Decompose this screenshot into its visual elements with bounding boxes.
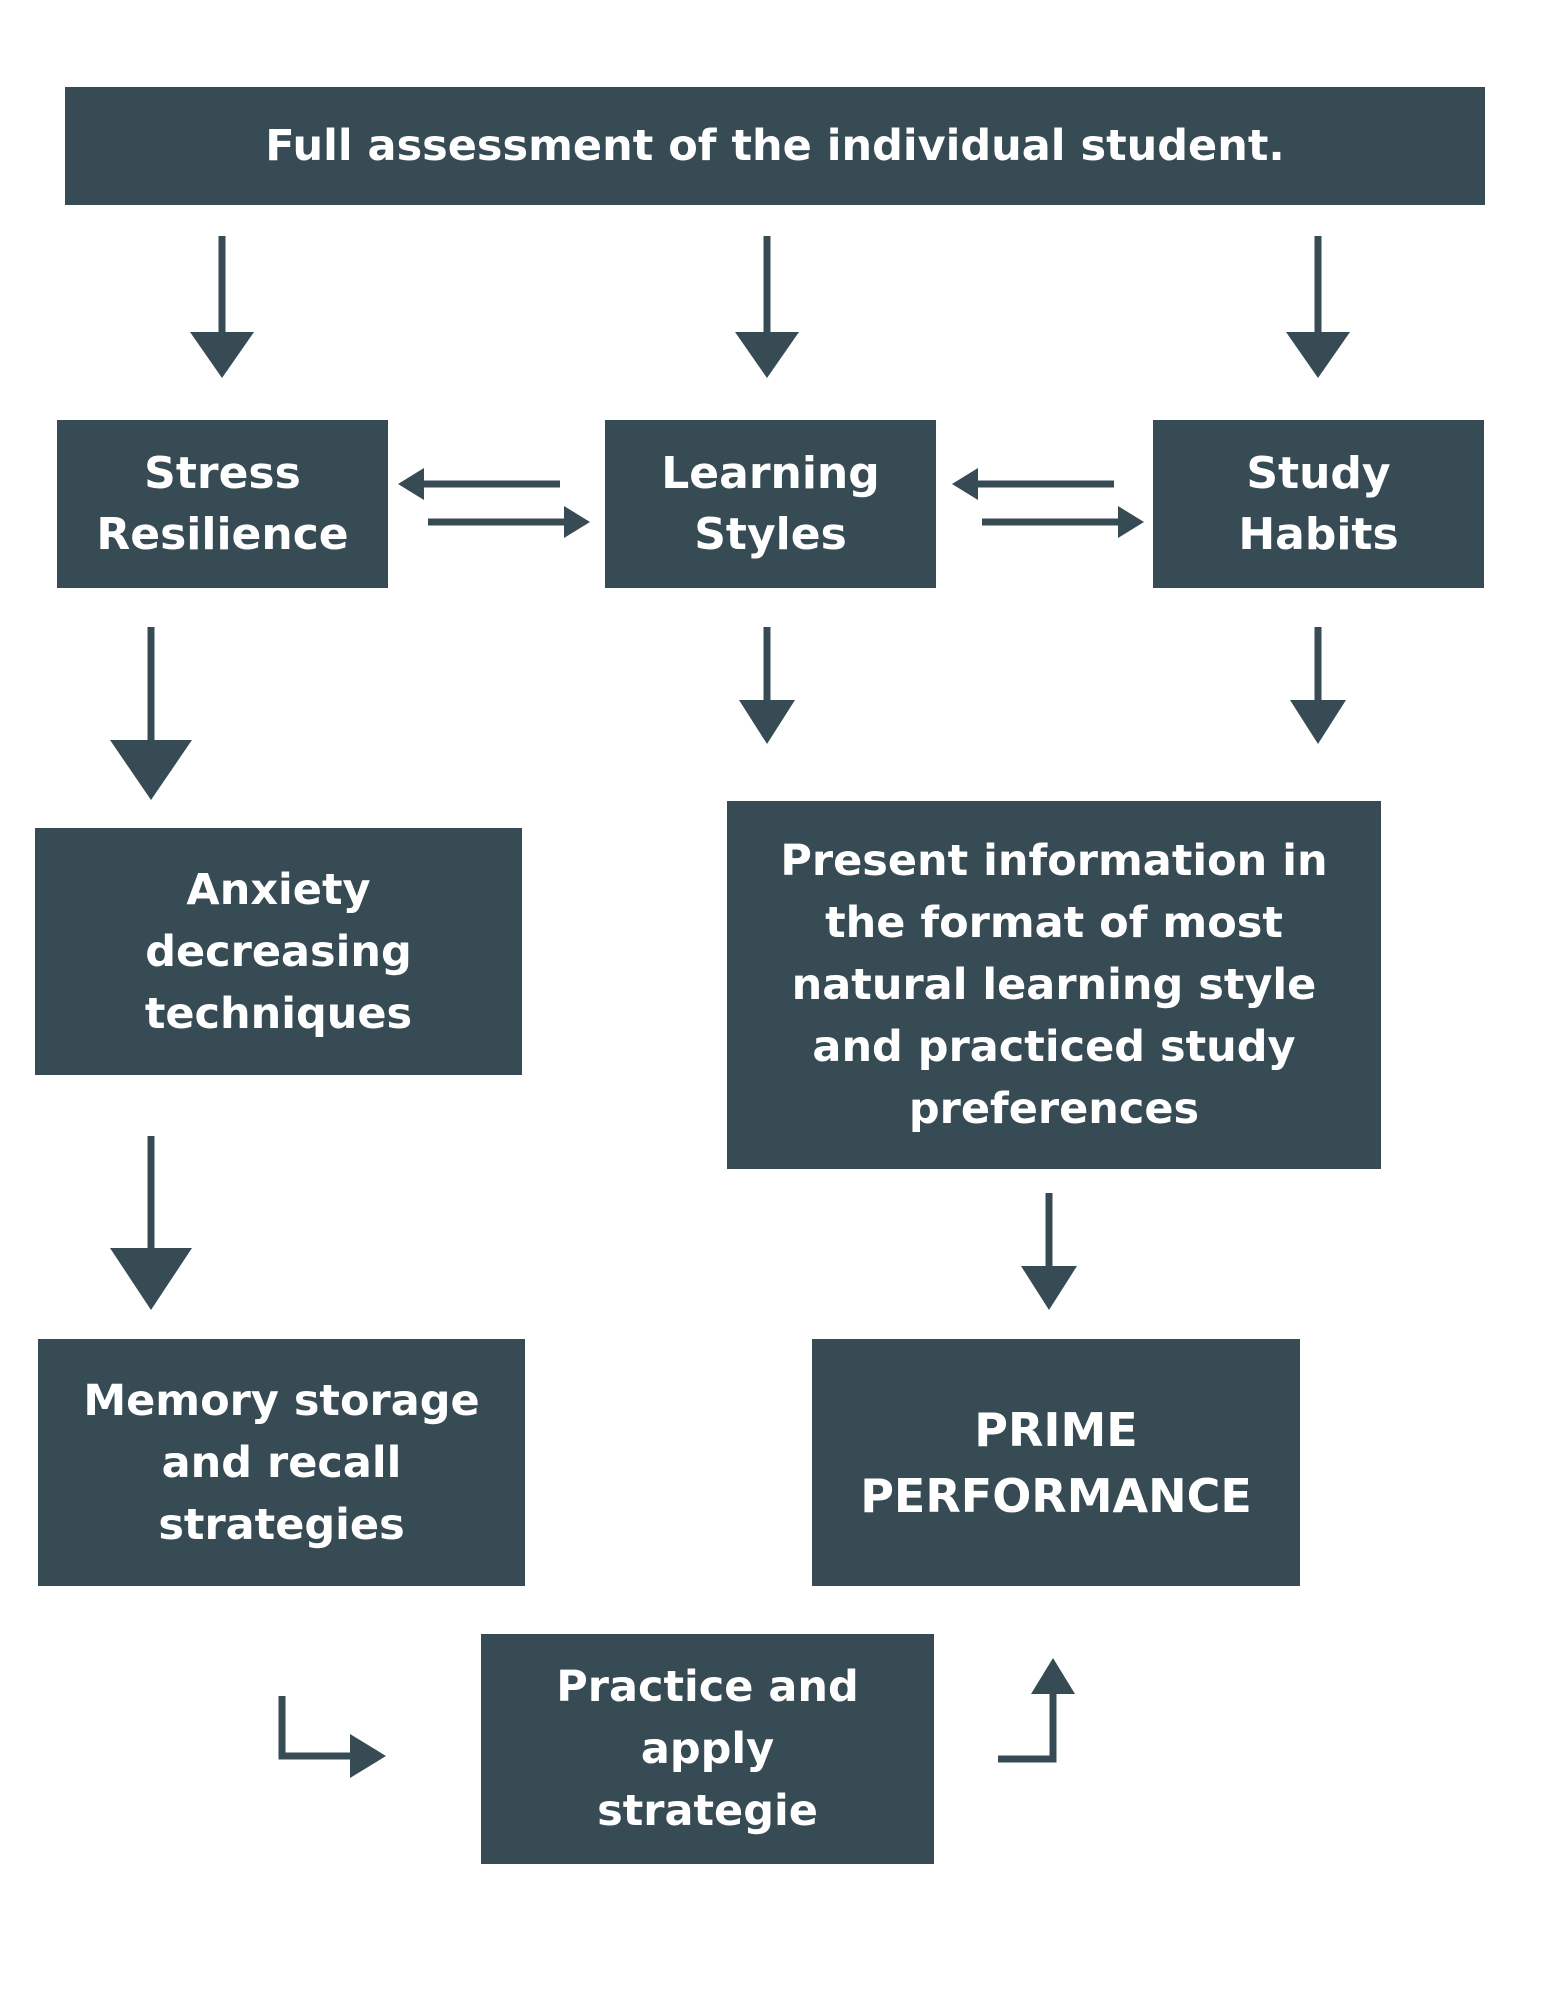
- arrowhead-stress: [190, 332, 254, 378]
- present-information-box: Present information in the format of mos…: [727, 801, 1381, 1169]
- arrowhead-prime: [1021, 1266, 1077, 1310]
- arrowhead-prime-up: [1031, 1658, 1075, 1694]
- anxiety-techniques-box: Anxiety decreasing techniques: [35, 828, 522, 1075]
- arrowhead-memory: [110, 1248, 192, 1310]
- study-habits-label: Study Habits: [1238, 448, 1399, 560]
- arrowhead-left-stress: [398, 468, 424, 500]
- assessment-label: Full assessment of the individual studen…: [265, 121, 1285, 171]
- prime-performance-label: PRIME PERFORMANCE: [860, 1402, 1252, 1523]
- arrowhead-practice: [350, 1734, 386, 1778]
- practice-apply-label: Practice and apply strategie: [556, 1662, 859, 1836]
- practice-apply-box: Practice and apply strategie: [481, 1634, 934, 1864]
- arrowhead-left-learning: [952, 468, 978, 500]
- prime-performance-box: PRIME PERFORMANCE: [812, 1339, 1300, 1586]
- arrowhead-anxiety: [110, 740, 192, 800]
- study-habits-box: Study Habits: [1153, 420, 1484, 588]
- learning-styles-label: Learning Styles: [661, 448, 880, 560]
- arrowhead-right-study: [1118, 506, 1144, 538]
- arrowhead-present-right: [1290, 700, 1346, 744]
- memory-strategies-box: Memory storage and recall strategies: [38, 1339, 525, 1586]
- arrowhead-right-learning: [564, 506, 590, 538]
- stress-resilience-box: Stress Resilience: [57, 420, 388, 588]
- arrowhead-learning: [735, 332, 799, 378]
- memory-strategies-label: Memory storage and recall strategies: [83, 1375, 480, 1550]
- learning-styles-box: Learning Styles: [605, 420, 936, 588]
- arrow-memory-to-practice: [278, 1696, 360, 1760]
- stress-resilience-label: Stress Resilience: [96, 448, 349, 560]
- arrowhead-study: [1286, 332, 1350, 378]
- anxiety-techniques-label: Anxiety decreasing techniques: [144, 864, 413, 1039]
- arrowhead-present-left: [739, 700, 795, 744]
- arrow-practice-to-prime: [998, 1686, 1057, 1763]
- present-information-label: Present information in the format of mos…: [780, 836, 1328, 1134]
- assessment-box: Full assessment of the individual studen…: [65, 87, 1485, 205]
